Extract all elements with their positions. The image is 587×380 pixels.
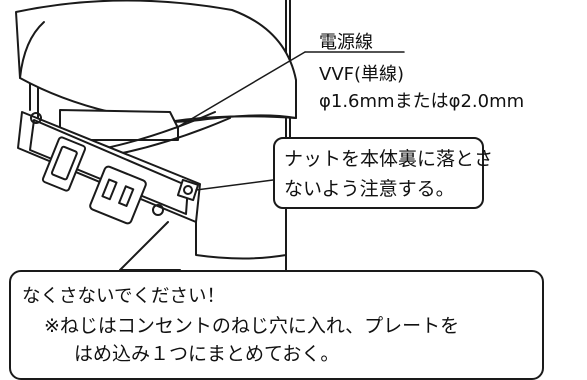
bottom-note-line2: はめ込み１つにまとめておく。 xyxy=(74,343,340,365)
cable-leader xyxy=(175,51,306,129)
nut-hole xyxy=(183,185,193,195)
outlet-slot-right xyxy=(118,185,135,207)
cable-title: 電源線 xyxy=(319,32,373,53)
bottom-note-title: なくさないでください！ xyxy=(22,286,225,307)
cable-diameter: φ1.6mmまたはφ2.0mm xyxy=(319,91,525,112)
cable-type: VVF(単線) xyxy=(319,64,405,85)
appliance-housing xyxy=(15,0,297,123)
nut-leader xyxy=(195,179,274,191)
nut-callout-line2: ないよう注意する。 xyxy=(284,178,455,200)
nut-callout-box xyxy=(273,137,484,209)
nut xyxy=(176,178,200,202)
bottom-note-box xyxy=(9,270,544,380)
plate-inner xyxy=(29,119,189,215)
rocker-switch-inner xyxy=(50,145,78,181)
appliance-inner-edge xyxy=(19,21,45,79)
outlet-slot-left xyxy=(101,178,118,201)
outlet-frame xyxy=(89,165,147,225)
plate-screw-left xyxy=(30,112,42,124)
bottom-note-line1: ※ねじはコンセントのねじ穴に入れ、プレートを xyxy=(44,315,460,337)
bottom-callout-pointer xyxy=(119,221,181,271)
plate-screw-right xyxy=(152,204,164,216)
nut-callout-line1: ナットを本体裏に落とさ xyxy=(284,148,494,170)
post-body xyxy=(195,199,287,260)
installation-illustration xyxy=(15,0,405,271)
